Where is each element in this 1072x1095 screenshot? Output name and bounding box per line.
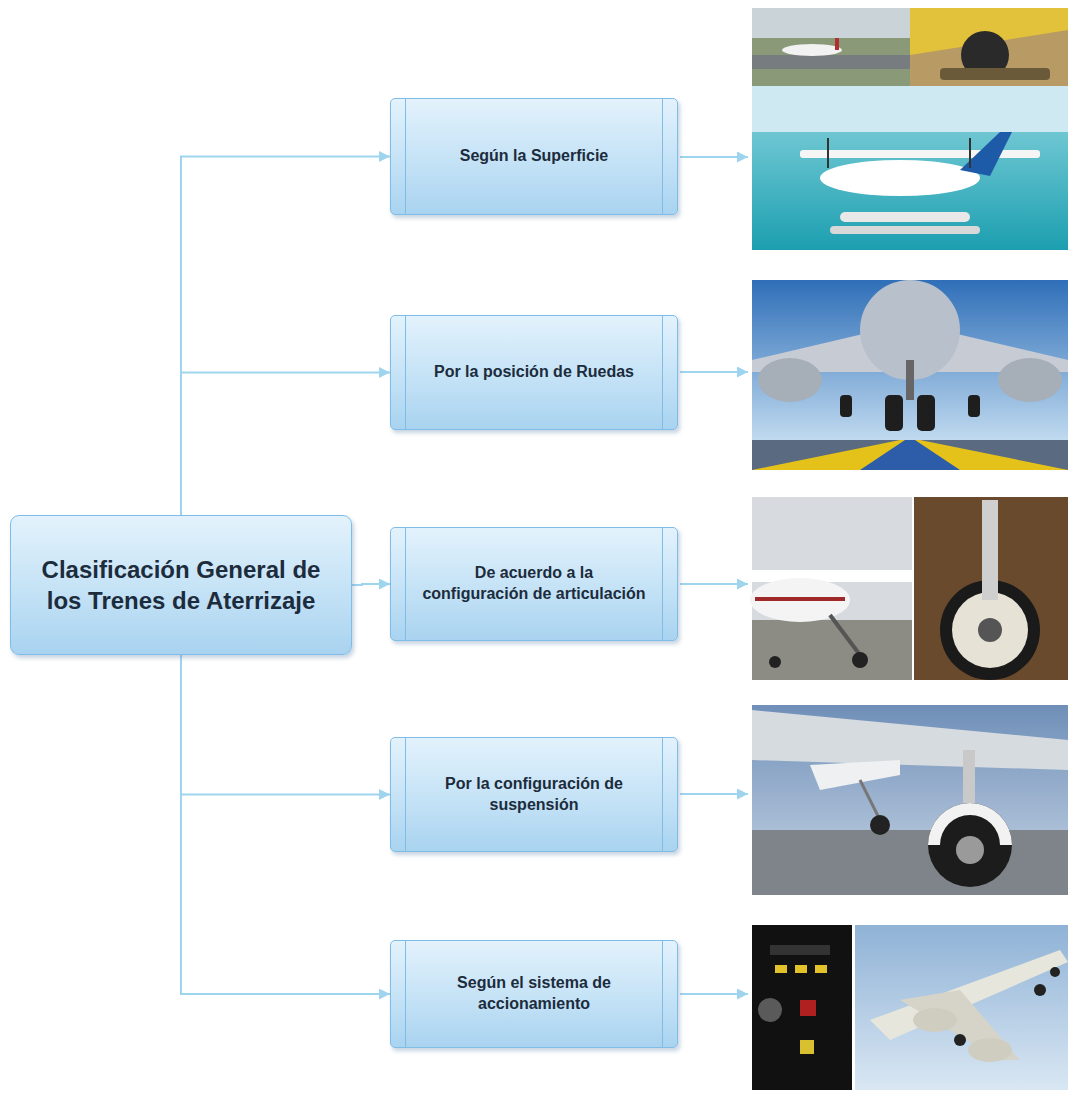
photo-sky — [752, 8, 910, 38]
category-box: Según el sistema de accionamiento — [390, 940, 678, 1048]
tire — [885, 395, 903, 431]
tire — [968, 395, 980, 417]
category-box: Según la Superficie — [390, 98, 678, 215]
actuation-photos — [752, 925, 1068, 1090]
photo-runway-strip — [752, 55, 910, 69]
surface-photos — [752, 8, 1068, 250]
photo-right — [914, 497, 1068, 680]
tire — [840, 395, 852, 417]
photo-ski — [910, 8, 1068, 86]
gear-lever — [758, 998, 782, 1022]
wing — [810, 760, 900, 790]
connector-arrow — [181, 373, 390, 516]
wheel-position-photo — [752, 280, 1068, 470]
float — [830, 226, 980, 234]
runway — [752, 440, 1068, 470]
leader-arrow — [680, 993, 748, 995]
gear-panel — [752, 925, 852, 1090]
tire — [852, 652, 868, 668]
ground — [752, 620, 912, 680]
tire — [954, 1034, 966, 1046]
oleo-strut — [963, 750, 975, 810]
leader-arrow — [680, 583, 748, 585]
panel-light — [815, 965, 827, 973]
tire — [870, 815, 890, 835]
gear-strut — [860, 780, 880, 820]
box-label: De acuerdo a la configuración de articul… — [421, 563, 647, 605]
hub — [978, 618, 1002, 642]
plane-tail — [835, 38, 839, 50]
box-label: Según la Superficie — [460, 146, 608, 167]
engine — [968, 1038, 1012, 1062]
photo-water — [752, 86, 1068, 250]
photo-sky — [752, 86, 1068, 132]
gear-leg — [830, 615, 860, 655]
ski — [940, 68, 1050, 80]
photo-sky — [752, 280, 1068, 470]
runway-marking — [860, 440, 960, 470]
photo-sky — [855, 925, 1068, 1090]
leader-arrow — [680, 793, 748, 795]
panel-light — [800, 1040, 814, 1054]
engine — [998, 358, 1062, 402]
articulation-photos — [750, 497, 1068, 680]
float — [840, 212, 970, 222]
propeller — [827, 138, 829, 168]
category-box: Por la configuración de suspensión — [390, 737, 678, 852]
root-box: Clasificación General de los Trenes de A… — [10, 515, 352, 655]
cessna-fuselage — [750, 578, 850, 622]
wheel-fairing — [952, 592, 1028, 668]
hub — [956, 836, 984, 864]
tire — [1034, 984, 1046, 996]
tire — [769, 656, 781, 668]
connector-arrow — [352, 584, 390, 585]
photo-sky — [752, 705, 1068, 895]
category-box: De acuerdo a la configuración de articul… — [390, 527, 678, 641]
connector-arrow — [181, 157, 390, 516]
seaplane-wing — [800, 150, 1040, 158]
suspension-photo — [752, 705, 1068, 895]
seaplane-fuselage — [820, 160, 980, 196]
box-label: Clasificación General de los Trenes de A… — [25, 554, 337, 616]
cessna-stripe — [755, 597, 845, 601]
plane-fuselage — [782, 44, 842, 56]
photo-runway — [752, 8, 910, 86]
box-label: Por la posición de Ruedas — [434, 362, 634, 383]
engine — [913, 1008, 957, 1032]
leader-arrow — [680, 371, 748, 373]
panel-indicator — [770, 945, 830, 955]
aircraft-underside — [752, 710, 1068, 770]
tire — [917, 395, 935, 431]
tire — [928, 803, 1012, 887]
oleo-strut — [982, 500, 998, 600]
category-box: Por la posición de Ruedas — [390, 315, 678, 430]
cessna-wing — [752, 570, 912, 582]
box-label: Por la configuración de suspensión — [421, 774, 647, 816]
propeller — [969, 138, 971, 168]
runway-marking — [752, 440, 1068, 470]
engine — [758, 358, 822, 402]
connector-arrow — [181, 655, 390, 795]
connector-arrow — [181, 655, 390, 994]
panel-light — [800, 1000, 816, 1016]
tarmac — [752, 830, 1068, 895]
seaplane-tail — [960, 132, 1012, 176]
panel-light — [795, 965, 807, 973]
leader-arrow — [680, 156, 748, 158]
box-label: Según el sistema de accionamiento — [421, 973, 647, 1015]
gear-strut — [906, 360, 914, 400]
tire — [1050, 967, 1060, 977]
panel-light — [775, 965, 787, 973]
